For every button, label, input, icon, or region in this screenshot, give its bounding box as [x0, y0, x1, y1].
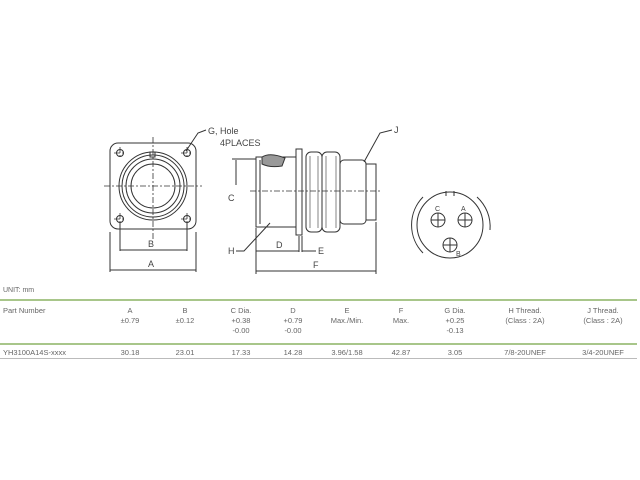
cell-g: 3.05: [447, 348, 463, 357]
svg-text:A: A: [148, 259, 154, 269]
svg-text:A: A: [461, 206, 466, 213]
header-c: C Dia. +0.38 -0.00: [230, 306, 252, 335]
connector-drawing: G, Hole 4PLACES B A C H D E F J C A B: [104, 125, 491, 274]
table-bottom-rule: [0, 358, 637, 359]
svg-text:B: B: [148, 239, 154, 249]
cell-b: 23.01: [175, 348, 195, 357]
svg-text:G, Hole: G, Hole: [208, 126, 239, 136]
header-f: F Max.: [392, 306, 410, 325]
header-j: J Thread. (Class : 2A): [583, 306, 623, 325]
cell-f: 42.87: [391, 348, 411, 357]
svg-text:C: C: [228, 193, 235, 203]
svg-text:J: J: [394, 125, 399, 135]
svg-text:F: F: [313, 260, 319, 270]
cell-j: 3/4-20UNEF: [582, 348, 624, 357]
table-top-rule: [0, 299, 637, 301]
svg-text:H: H: [228, 246, 235, 256]
header-g: G Dia. +0.25 -0.13: [444, 306, 466, 335]
header-d: D +0.79 -0.00: [283, 306, 303, 335]
svg-text:C: C: [435, 206, 440, 213]
header-a: A ±0.79: [120, 306, 140, 325]
cell-d: 14.28: [283, 348, 303, 357]
header-h: H Thread. (Class : 2A): [505, 306, 545, 325]
header-e: E Max./Min.: [330, 306, 364, 325]
svg-text:D: D: [276, 240, 283, 250]
header-b: B ±0.12: [175, 306, 195, 325]
unit-label: UNIT: mm: [3, 287, 35, 294]
cell-part-number: YH3100A14S-xxxx: [3, 348, 66, 357]
cell-c: 17.33: [231, 348, 251, 357]
svg-text:4PLACES: 4PLACES: [220, 138, 261, 148]
table-header-rule: [0, 343, 637, 345]
pin-a: [457, 212, 473, 228]
cell-e: 3.96/1.58: [331, 348, 363, 357]
header-part-number: Part Number: [3, 306, 46, 315]
cell-h: 7/8-20UNEF: [504, 348, 546, 357]
cell-a: 30.18: [120, 348, 140, 357]
pin-c: [430, 212, 446, 228]
pin-b: [442, 237, 458, 253]
svg-text:B: B: [456, 251, 461, 258]
svg-text:E: E: [318, 246, 324, 256]
